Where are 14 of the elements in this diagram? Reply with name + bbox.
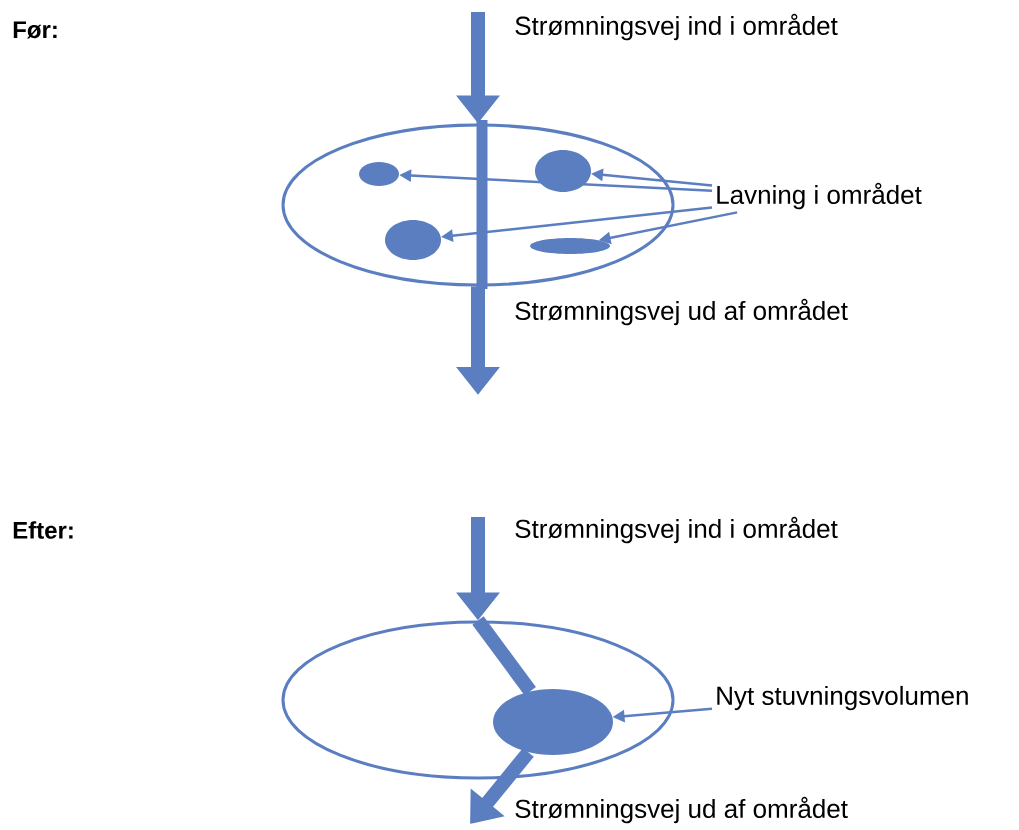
depression-blob: [493, 689, 613, 755]
text-label: Nyt stuvningsvolumen: [717, 685, 968, 711]
area-ellipse: [281, 620, 675, 780]
section-heading: Før:: [13, 21, 57, 39]
edge-label: Strømningsvej ind i området: [512, 514, 840, 546]
flow-path-bar: [472, 616, 536, 696]
section-heading: Efter:: [13, 521, 73, 539]
text-label: Lavning i området: [717, 182, 922, 210]
edge-label: Strømningsvej ud af området: [512, 794, 850, 826]
edge-label: Strømningsvej ud af området: [512, 296, 850, 328]
edge-label: Strømningsvej ind i området: [512, 11, 840, 43]
area-ellipse: [281, 123, 675, 287]
depression-blob: [535, 150, 591, 192]
depression-blob: [385, 220, 441, 260]
